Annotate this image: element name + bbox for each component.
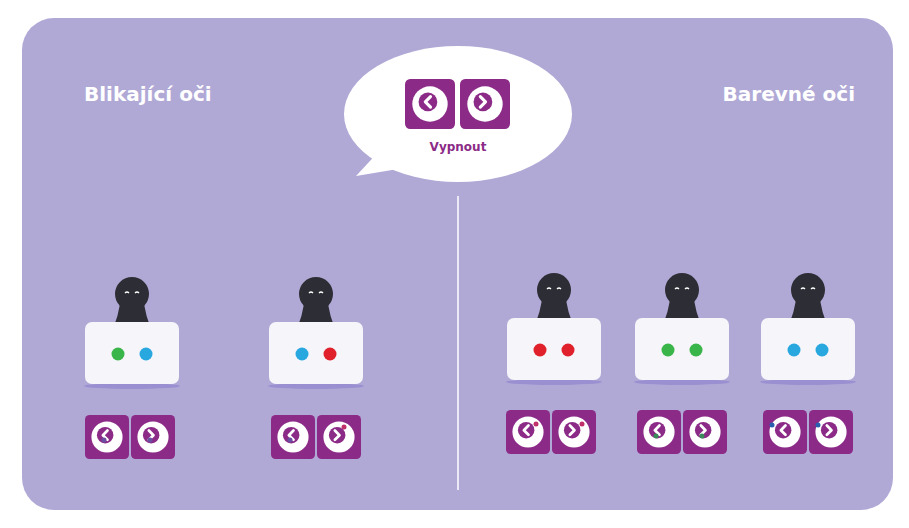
panel (22, 18, 893, 510)
section-title: Barevné oči (723, 82, 855, 106)
bubble-label: Vypnout (342, 140, 574, 154)
speech-bubble: Vypnout (342, 44, 574, 186)
bubble-shape (342, 44, 574, 186)
section-title: Blikající oči (84, 82, 212, 106)
divider (457, 196, 459, 490)
